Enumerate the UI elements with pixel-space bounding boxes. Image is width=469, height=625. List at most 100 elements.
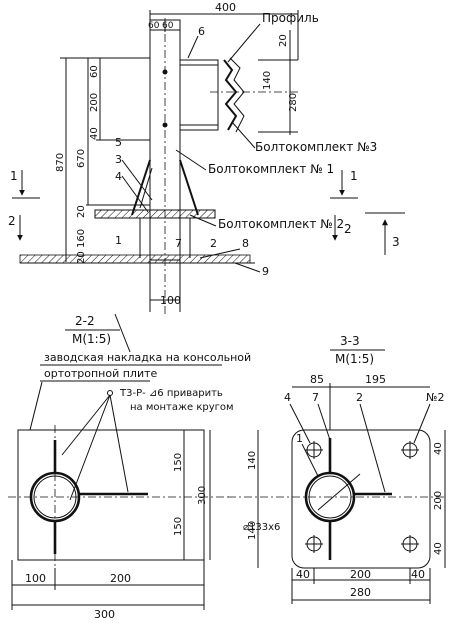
leader-line	[61, 394, 111, 456]
label-bolt1: Болтокомплект № 1	[208, 162, 334, 176]
s33-b280: 280	[350, 586, 371, 599]
s33-b40b: 40	[411, 568, 425, 581]
dim-60b: 60	[162, 21, 174, 31]
stiffener	[179, 159, 199, 216]
dim-60a: 60	[148, 21, 160, 31]
marker-6: 6	[198, 25, 205, 38]
leader-line	[413, 403, 431, 444]
s33-dim-85: 85	[310, 373, 324, 386]
elevation-view: 400 60 60 20 140 280 60	[8, 1, 405, 315]
dim-670: 670	[76, 149, 87, 168]
dim-100: 100	[160, 294, 181, 307]
leader-line	[175, 149, 207, 171]
marker-4: 4	[115, 170, 122, 183]
dim-160: 160	[76, 229, 87, 248]
s33-dim-195: 195	[365, 373, 386, 386]
section-1-right: 1	[350, 169, 358, 183]
s22-note1: заводская накладка на консольной	[44, 351, 251, 364]
marker-7: 7	[175, 237, 182, 250]
s22-scale: М(1:5)	[72, 332, 111, 346]
marker-9: 9	[262, 265, 269, 278]
leader-line	[69, 394, 111, 501]
s22-dim-100: 100	[25, 572, 46, 585]
s33-dim-140a: 140	[247, 451, 258, 470]
dim-400: 400	[215, 1, 236, 14]
leader-line	[234, 262, 261, 273]
marker-3: 3	[115, 153, 122, 166]
label-profile: Профиль	[262, 11, 319, 25]
label-bolt2: Болтокомплект № 2	[218, 217, 344, 231]
dim-870: 870	[55, 153, 66, 172]
leader-line	[227, 23, 261, 63]
dim-40: 40	[89, 127, 100, 140]
s33-dim-40b: 40	[433, 542, 444, 555]
dim-200: 200	[89, 93, 100, 112]
marker-1: 1	[115, 234, 122, 247]
section-2-left: 2	[8, 214, 16, 228]
leader-line	[301, 443, 319, 477]
dim-280: 280	[288, 93, 299, 112]
s22-dim-300v: 300	[197, 486, 208, 505]
s33-dim-200: 200	[433, 491, 444, 510]
s33-dim-40a: 40	[433, 442, 444, 455]
title-leader	[114, 313, 131, 353]
s33-marker-2: 2	[356, 391, 363, 404]
dim-20: 20	[278, 34, 289, 47]
marker-2: 2	[210, 237, 217, 250]
stiffener	[131, 159, 151, 216]
s22-dim-150b: 150	[173, 517, 184, 536]
leader-line	[199, 248, 241, 259]
s22-weld2: на монтаже кругом	[130, 402, 234, 413]
s22-title: 2-2	[75, 314, 95, 328]
marker-5: 5	[115, 136, 122, 149]
leader-line	[121, 175, 149, 213]
s33-b200: 200	[350, 568, 371, 581]
marker-8: 8	[242, 237, 249, 250]
s22-note2: ортотропной плите	[44, 367, 158, 380]
leader-line	[289, 403, 311, 444]
bolt-hole	[162, 122, 168, 128]
bolt-crosses	[305, 441, 419, 553]
console-plate	[179, 59, 219, 131]
diameter-line	[317, 473, 361, 511]
s33-marker-7: 7	[312, 391, 319, 404]
leader-line	[189, 214, 217, 227]
s33-marker-1: 1	[296, 432, 303, 445]
section-1-left: 1	[10, 169, 18, 183]
dim-20b: 20	[76, 205, 87, 218]
s33-marker-4: 4	[284, 391, 291, 404]
s33-diameter: ⌀133х6	[243, 522, 280, 533]
dim-60: 60	[89, 65, 100, 78]
leader-line	[29, 381, 43, 431]
stiffener-inner	[139, 167, 153, 209]
deck-slab	[19, 254, 251, 264]
s22-dim-300h: 300	[94, 608, 115, 621]
section-3-3: 3-3 М(1:5) 85 195 140 140 ⌀133х6	[228, 334, 446, 604]
s33-title: 3-3	[340, 334, 360, 348]
section-3: 3	[392, 235, 400, 249]
leader-line	[187, 35, 199, 59]
leader-line	[317, 403, 331, 441]
s33-dim-140b: 140	[247, 521, 258, 540]
s33-b40a: 40	[296, 568, 310, 581]
leader-line	[109, 394, 129, 493]
base-plate-hatch	[94, 209, 216, 219]
label-bolt3: Болтокомплект №3	[255, 140, 377, 154]
s33-marker-n2: №2	[426, 391, 444, 404]
s33-scale: М(1:5)	[335, 352, 374, 366]
s22-plate	[17, 429, 205, 561]
weld-symbol	[107, 390, 113, 396]
leader-line	[231, 121, 256, 149]
s22-dim-150a: 150	[173, 453, 184, 472]
guardrail-profile	[223, 59, 238, 131]
s22-dim-200: 200	[110, 572, 131, 585]
dim-140: 140	[262, 71, 273, 90]
leader-line	[359, 403, 386, 493]
bolt-hole	[162, 69, 168, 75]
section-2-right: 2	[344, 222, 352, 236]
s22-weld1: Т3-Р- ⊿6 приварить	[119, 388, 223, 399]
section-2-2: 2-2 М(1:5) заводская накладка на консоль…	[8, 313, 251, 621]
leader-line	[121, 159, 153, 201]
s33-plate	[291, 429, 431, 569]
